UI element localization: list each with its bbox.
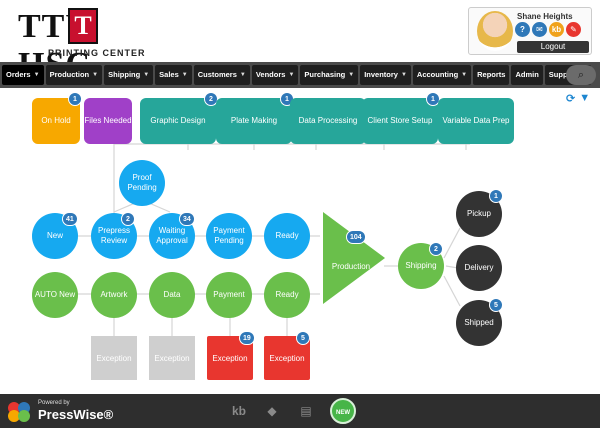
exception-box[interactable]: Exception <box>149 336 195 380</box>
filter-icon[interactable]: ▼ <box>579 92 591 104</box>
ttu-hsc-logo[interactable]: TTU HSC T PRINTING CENTER <box>18 6 148 83</box>
nav-items: Orders▼Production▼Shipping▼Sales▼Custome… <box>2 65 591 85</box>
tag-icon[interactable]: ✎ <box>566 22 581 37</box>
status-artwork[interactable]: Artwork <box>91 272 137 318</box>
chevron-down-icon: ▼ <box>143 72 150 78</box>
status-auto-new[interactable]: AUTO New <box>32 272 78 318</box>
nav-item-label: Production <box>49 70 90 79</box>
nav-item-purchasing[interactable]: Purchasing▼ <box>300 65 359 85</box>
logo-subtitle: PRINTING CENTER <box>48 48 146 58</box>
nav-item-label: Customers <box>197 70 237 79</box>
help-icon[interactable]: ? <box>515 22 530 37</box>
status-ready-1[interactable]: Ready <box>264 213 310 259</box>
footer: Powered by PressWise® kb ◆ ▤ NEW <box>0 394 600 428</box>
nav-item-orders[interactable]: Orders▼ <box>2 65 44 85</box>
status-shipped[interactable]: Shipped <box>456 300 502 346</box>
chevron-down-icon: ▼ <box>92 72 99 78</box>
chevron-down-icon: ▼ <box>288 72 295 78</box>
nav-item-label: Support <box>548 70 578 79</box>
nav-item-label: Accounting <box>416 70 459 79</box>
nav-item-production[interactable]: Production▼ <box>45 65 103 85</box>
search-icon[interactable]: ⌕ <box>566 65 596 85</box>
nav-item-label: Orders <box>6 70 31 79</box>
user-panel: Shane Heights ?✉kb✎ Logout <box>468 7 592 55</box>
status-prepress-review[interactable]: Prepress Review <box>91 213 137 259</box>
production-label: Production <box>331 262 371 271</box>
header: TTU HSC T PRINTING CENTER Shane Heights … <box>0 0 600 83</box>
production-badge: 104 <box>346 230 366 244</box>
status-pickup-badge: 1 <box>489 189 503 203</box>
nav-item-label: Reports <box>477 70 506 79</box>
nav-item-inventory[interactable]: Inventory▼ <box>360 65 411 85</box>
status-new-badge: 41 <box>62 212 78 226</box>
nav-item-accounting[interactable]: Accounting▼ <box>412 65 472 85</box>
status-plate-making[interactable]: Plate Making <box>216 98 292 144</box>
status-files-needed[interactable]: Files Needed <box>84 98 132 144</box>
user-icons: ?✉kb✎ <box>515 22 581 37</box>
refresh-icon[interactable]: ⟳ <box>566 93 576 105</box>
nav-item-sales[interactable]: Sales▼ <box>155 65 192 85</box>
chevron-down-icon: ▼ <box>400 72 407 78</box>
status-data-processing[interactable]: Data Processing <box>290 98 366 144</box>
status-delivery[interactable]: Delivery <box>456 245 502 291</box>
logout-button[interactable]: Logout <box>517 41 589 53</box>
nav-item-label: Inventory <box>364 70 398 79</box>
chevron-down-icon: ▼ <box>461 72 468 78</box>
status-client-store-setup[interactable]: Client Store Setup <box>362 98 438 144</box>
chevron-down-icon: ▼ <box>181 72 188 78</box>
status-ready-2[interactable]: Ready <box>264 272 310 318</box>
status-graphic-design[interactable]: Graphic Design <box>140 98 216 144</box>
exception-badge: 19 <box>239 331 255 345</box>
tag-icon[interactable]: ◆ <box>267 404 277 418</box>
status-prepress-review-badge: 2 <box>121 212 135 226</box>
exception-box[interactable]: Exception <box>91 336 137 380</box>
chevron-down-icon: ▼ <box>239 72 246 78</box>
presswise-logo-icon <box>8 402 30 422</box>
chevron-down-icon: ▼ <box>348 72 355 78</box>
logo-mark-icon: T <box>68 8 98 44</box>
mail-icon[interactable]: ✉ <box>532 22 547 37</box>
list-icon[interactable]: ▤ <box>300 404 312 418</box>
powered-by: Powered by <box>38 400 70 406</box>
avatar[interactable] <box>477 11 513 51</box>
presswise-brand: PressWise® <box>38 407 114 422</box>
nav-item-reports[interactable]: Reports <box>473 65 510 85</box>
nav-item-label: Admin <box>515 70 539 79</box>
kb-icon[interactable]: kb <box>231 404 246 418</box>
status-shipped-badge: 5 <box>489 298 503 312</box>
nav-item-label: Sales <box>159 70 179 79</box>
status-waiting-approval-badge: 34 <box>179 212 195 226</box>
nav-item-shipping[interactable]: Shipping▼ <box>104 65 154 85</box>
production-arrow[interactable] <box>323 212 385 304</box>
status-payment[interactable]: Payment <box>206 272 252 318</box>
status-shipping[interactable]: Shipping <box>398 243 444 289</box>
nav-item-customers[interactable]: Customers▼ <box>193 65 250 85</box>
kb-icon[interactable]: kb <box>549 22 564 37</box>
status-proof-pending[interactable]: Proof Pending <box>119 160 165 206</box>
chevron-down-icon: ▼ <box>33 72 40 78</box>
status-shipping-badge: 2 <box>429 242 443 256</box>
nav-item-label: Purchasing <box>304 70 346 79</box>
status-variable-data-prep[interactable]: Variable Data Prep <box>438 98 514 144</box>
workflow-tools: ⟳ ▼ <box>566 92 590 105</box>
exception-badge: 5 <box>296 331 310 345</box>
status-on-hold-badge: 1 <box>68 92 82 106</box>
nav-item-label: Vendors <box>255 70 286 79</box>
nav-item-admin[interactable]: Admin <box>511 65 543 85</box>
nav-item-label: Shipping <box>108 70 141 79</box>
user-name: Shane Heights <box>517 12 573 21</box>
status-payment-pending[interactable]: Payment Pending <box>206 213 252 259</box>
status-data[interactable]: Data <box>149 272 195 318</box>
nav-item-vendors[interactable]: Vendors▼ <box>251 65 299 85</box>
new-badge[interactable]: NEW <box>330 398 356 424</box>
main-nav: Orders▼Production▼Shipping▼Sales▼Custome… <box>0 62 600 88</box>
